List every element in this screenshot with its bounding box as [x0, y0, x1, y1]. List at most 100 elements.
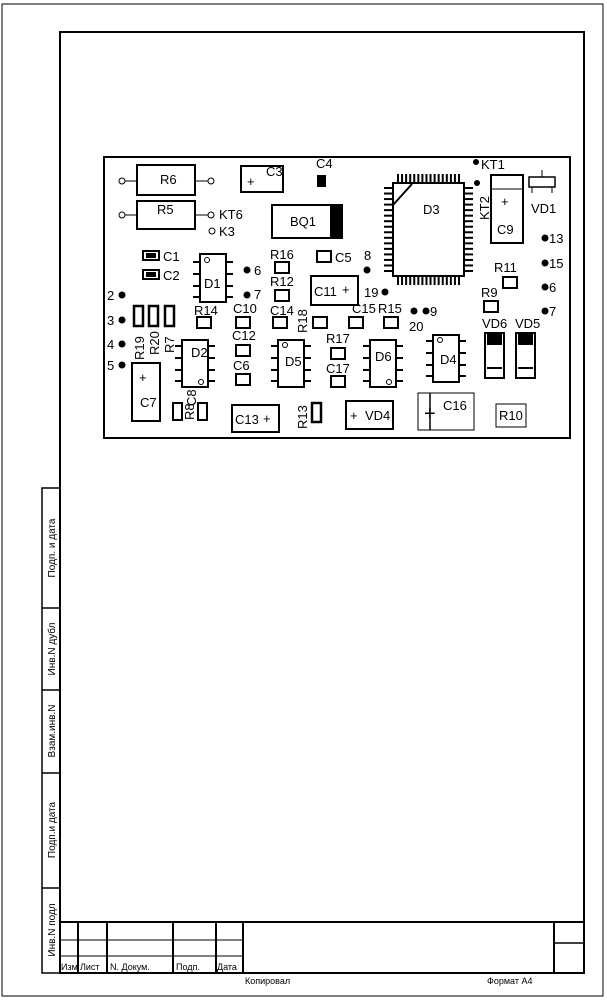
label-VD6: VD6: [482, 316, 507, 331]
C9-plus: +: [501, 194, 509, 209]
drawing-frame: [59, 31, 585, 974]
pin-4: 4: [107, 337, 114, 352]
label-R6: R6: [160, 172, 177, 187]
C3-plus: +: [247, 174, 255, 189]
ic-D1: D1: [193, 253, 233, 303]
pin-8: 8: [364, 248, 371, 263]
label-VD1: VD1: [531, 201, 556, 216]
outer-border: [1, 3, 604, 997]
pin-13: 13: [549, 231, 563, 246]
capacitor-C13: [231, 404, 280, 433]
label-K3: K3: [219, 224, 235, 239]
pcb-board: [103, 156, 571, 439]
capacitor-C16: [417, 392, 475, 431]
sidebar-inv-podl: Инв.N подл: [47, 903, 58, 956]
label-KT2: KT2: [477, 196, 492, 220]
label-R13: R13: [295, 405, 310, 429]
label-C12: C12: [232, 328, 256, 343]
testpoint-KT1: [473, 159, 479, 165]
capacitor-C11: [310, 275, 359, 306]
label-D2: D2: [191, 345, 208, 360]
pad-C2: [142, 269, 160, 280]
label-C8: C8: [184, 389, 199, 406]
tb-izm: Изм: [61, 962, 78, 972]
side-stamp: Подп. и дата Инв.N дубл Взам.инв.N Подп.…: [41, 487, 61, 974]
label-R7: R7: [162, 336, 177, 353]
label-C16: C16: [443, 398, 467, 413]
label-C11: C11: [314, 284, 337, 299]
label-R14: R14: [194, 303, 218, 318]
sidebar-sign-date-1: Подп. и дата: [47, 518, 58, 577]
label-C9: C9: [497, 222, 514, 237]
diode-VD4: [345, 400, 394, 430]
capacitor-C3: [240, 165, 284, 193]
pin-3: 3: [107, 313, 114, 328]
C16-plus: +: [424, 403, 436, 425]
tb-doc-no: N. Докум.: [110, 962, 150, 972]
label-R8: R8: [182, 403, 197, 420]
pad-C4: [317, 175, 326, 187]
label-D6: D6: [375, 349, 392, 364]
footer-format: Формат A4: [487, 976, 532, 986]
tb-date: Дата: [217, 962, 237, 972]
label-C5: C5: [335, 250, 352, 265]
sidebar-vzam-inv: Взам.инв.N: [47, 705, 58, 758]
label-C10: C10: [233, 301, 257, 316]
ic-D6: D6: [363, 339, 403, 388]
label-C7: C7: [140, 395, 157, 410]
testpoint-KT2: [474, 180, 480, 186]
label-C4: C4: [316, 156, 333, 171]
label-KT1: KT1: [481, 157, 505, 172]
label-R12: R12: [270, 274, 294, 289]
label-R11: R11: [494, 260, 517, 275]
VD4-plus: +: [350, 408, 358, 423]
pad-C1: [142, 250, 160, 261]
tb-sign: Подп.: [176, 962, 200, 972]
ic-D5: D5: [271, 339, 311, 388]
label-R20: R20: [147, 331, 162, 355]
label-R16: R16: [270, 247, 294, 262]
pin-2: 2: [107, 288, 114, 303]
label-D5: D5: [285, 354, 302, 369]
label-BQ1: BQ1: [290, 214, 316, 229]
pin-9: 9: [430, 304, 437, 319]
pin-19: 19: [364, 285, 378, 300]
label-C1: C1: [163, 249, 180, 264]
resistor-R5: R5: [118, 200, 215, 230]
label-D4: D4: [440, 352, 457, 367]
label-C6: C6: [233, 358, 250, 373]
sidebar-inv-dubl: Инв.N дубл: [46, 622, 58, 675]
label-C15: C15: [352, 301, 376, 316]
label-R10: R10: [499, 408, 523, 423]
pin-20: 20: [409, 319, 423, 334]
label-D1: D1: [204, 276, 221, 291]
pin-6: 6: [254, 263, 261, 278]
pin-15: 15: [549, 256, 563, 271]
ic-D4: D4: [426, 334, 466, 383]
label-C17: C17: [326, 361, 350, 376]
sidebar-sign-date-2: Подп.и дата: [47, 802, 58, 859]
label-R15: R15: [378, 301, 402, 316]
label-VD5: VD5: [515, 316, 540, 331]
label-R17: R17: [326, 331, 350, 346]
tb-list: Лист: [80, 962, 100, 972]
pin-7: 7: [254, 287, 261, 302]
C13-plus: +: [263, 411, 271, 426]
label-C3: C3: [266, 164, 283, 179]
label-C14: C14: [270, 303, 294, 318]
resistor-R6: R6: [118, 164, 215, 196]
C7-plus: +: [139, 370, 147, 385]
ic-D3: D3: [384, 174, 473, 285]
label-R9: R9: [481, 285, 498, 300]
ic-D2: D2: [175, 339, 215, 388]
title-block: Изм Лист N. Докум. Подп. Дата Копировал …: [60, 921, 584, 986]
pin-16: 6: [549, 280, 556, 295]
label-R18: R18: [295, 309, 310, 333]
label-C2: C2: [163, 268, 180, 283]
label-R5: R5: [157, 202, 174, 217]
label-D3: D3: [423, 202, 440, 217]
resistor-R10: [495, 403, 527, 428]
label-C13: C13: [235, 412, 259, 427]
label-VD4: VD4: [365, 408, 390, 423]
